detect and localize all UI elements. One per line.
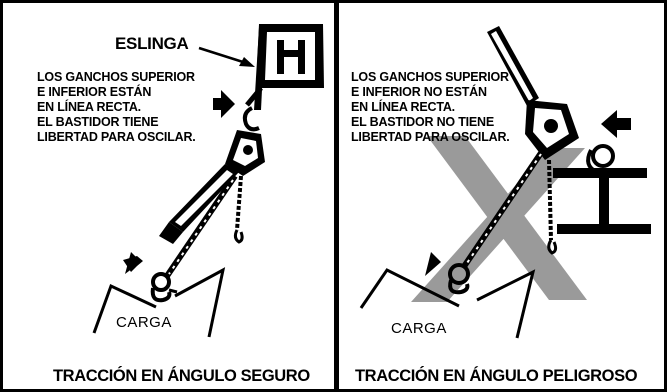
- note-line: LOS GANCHOS SUPERIOR: [37, 70, 195, 84]
- sling-pointer-arrowhead: [239, 57, 255, 67]
- sling-frame: [245, 24, 324, 110]
- i-beam: [553, 168, 651, 234]
- load-outline: [92, 267, 226, 338]
- safe-angle-panel: ESLINGA LOS GANCHOS SUPERIOR E INFERIOR …: [3, 0, 334, 392]
- lever-hoist-body: [487, 26, 579, 160]
- dangerous-angle-panel: LOS GANCHOS SUPERIOR E INFERIOR NO ESTÁN…: [339, 0, 664, 392]
- load-label: CARGA: [391, 320, 447, 337]
- note-line: LIBERTAD PARA OSCILAR.: [351, 130, 510, 144]
- bottom-hook: [448, 263, 470, 295]
- hand-chain: [547, 159, 558, 255]
- safe-angle-note: LOS GANCHOS SUPERIOR E INFERIOR ESTÁN EN…: [37, 70, 196, 145]
- note-line: E INFERIOR ESTÁN: [37, 85, 152, 99]
- top-hook: [586, 144, 615, 174]
- note-line: LIBERTAD PARA OSCILAR.: [37, 130, 196, 144]
- pull-direction-arrow-right: [213, 90, 235, 118]
- top-hook: [242, 106, 260, 132]
- panel-divider: [334, 0, 339, 392]
- note-line: EN LÍNEA RECTA.: [351, 100, 455, 114]
- note-line: E INFERIOR NO ESTÁN: [351, 85, 487, 99]
- load-outline: [359, 268, 536, 339]
- note-line: EL BASTIDOR NO TIENE: [351, 115, 495, 129]
- safe-hoist-illustration: [92, 24, 324, 338]
- safe-angle-caption: TRACCIÓN EN ÁNGULO SEGURO: [53, 367, 310, 385]
- sling-pointer-line: [198, 46, 244, 64]
- pull-direction-arrow-left: [601, 110, 631, 138]
- note-line: EL BASTIDOR TIENE: [37, 115, 159, 129]
- hand-chain: [233, 175, 244, 244]
- pull-direction-arrow-down-left: [425, 252, 441, 276]
- load-label: CARGA: [116, 314, 172, 331]
- warning-x-mark: [411, 136, 587, 302]
- note-line: EN LÍNEA RECTA.: [37, 100, 141, 114]
- dangerous-angle-note: LOS GANCHOS SUPERIOR E INFERIOR NO ESTÁN…: [351, 70, 510, 145]
- bottom-hook: [150, 272, 178, 303]
- lever-hoist-body: [159, 130, 265, 244]
- dangerous-hoist-illustration: [359, 26, 651, 339]
- sling-label: ESLINGA: [115, 34, 189, 53]
- note-line: LOS GANCHOS SUPERIOR: [351, 70, 509, 84]
- dangerous-angle-caption: TRACCIÓN EN ÁNGULO PELIGROSO: [355, 367, 638, 385]
